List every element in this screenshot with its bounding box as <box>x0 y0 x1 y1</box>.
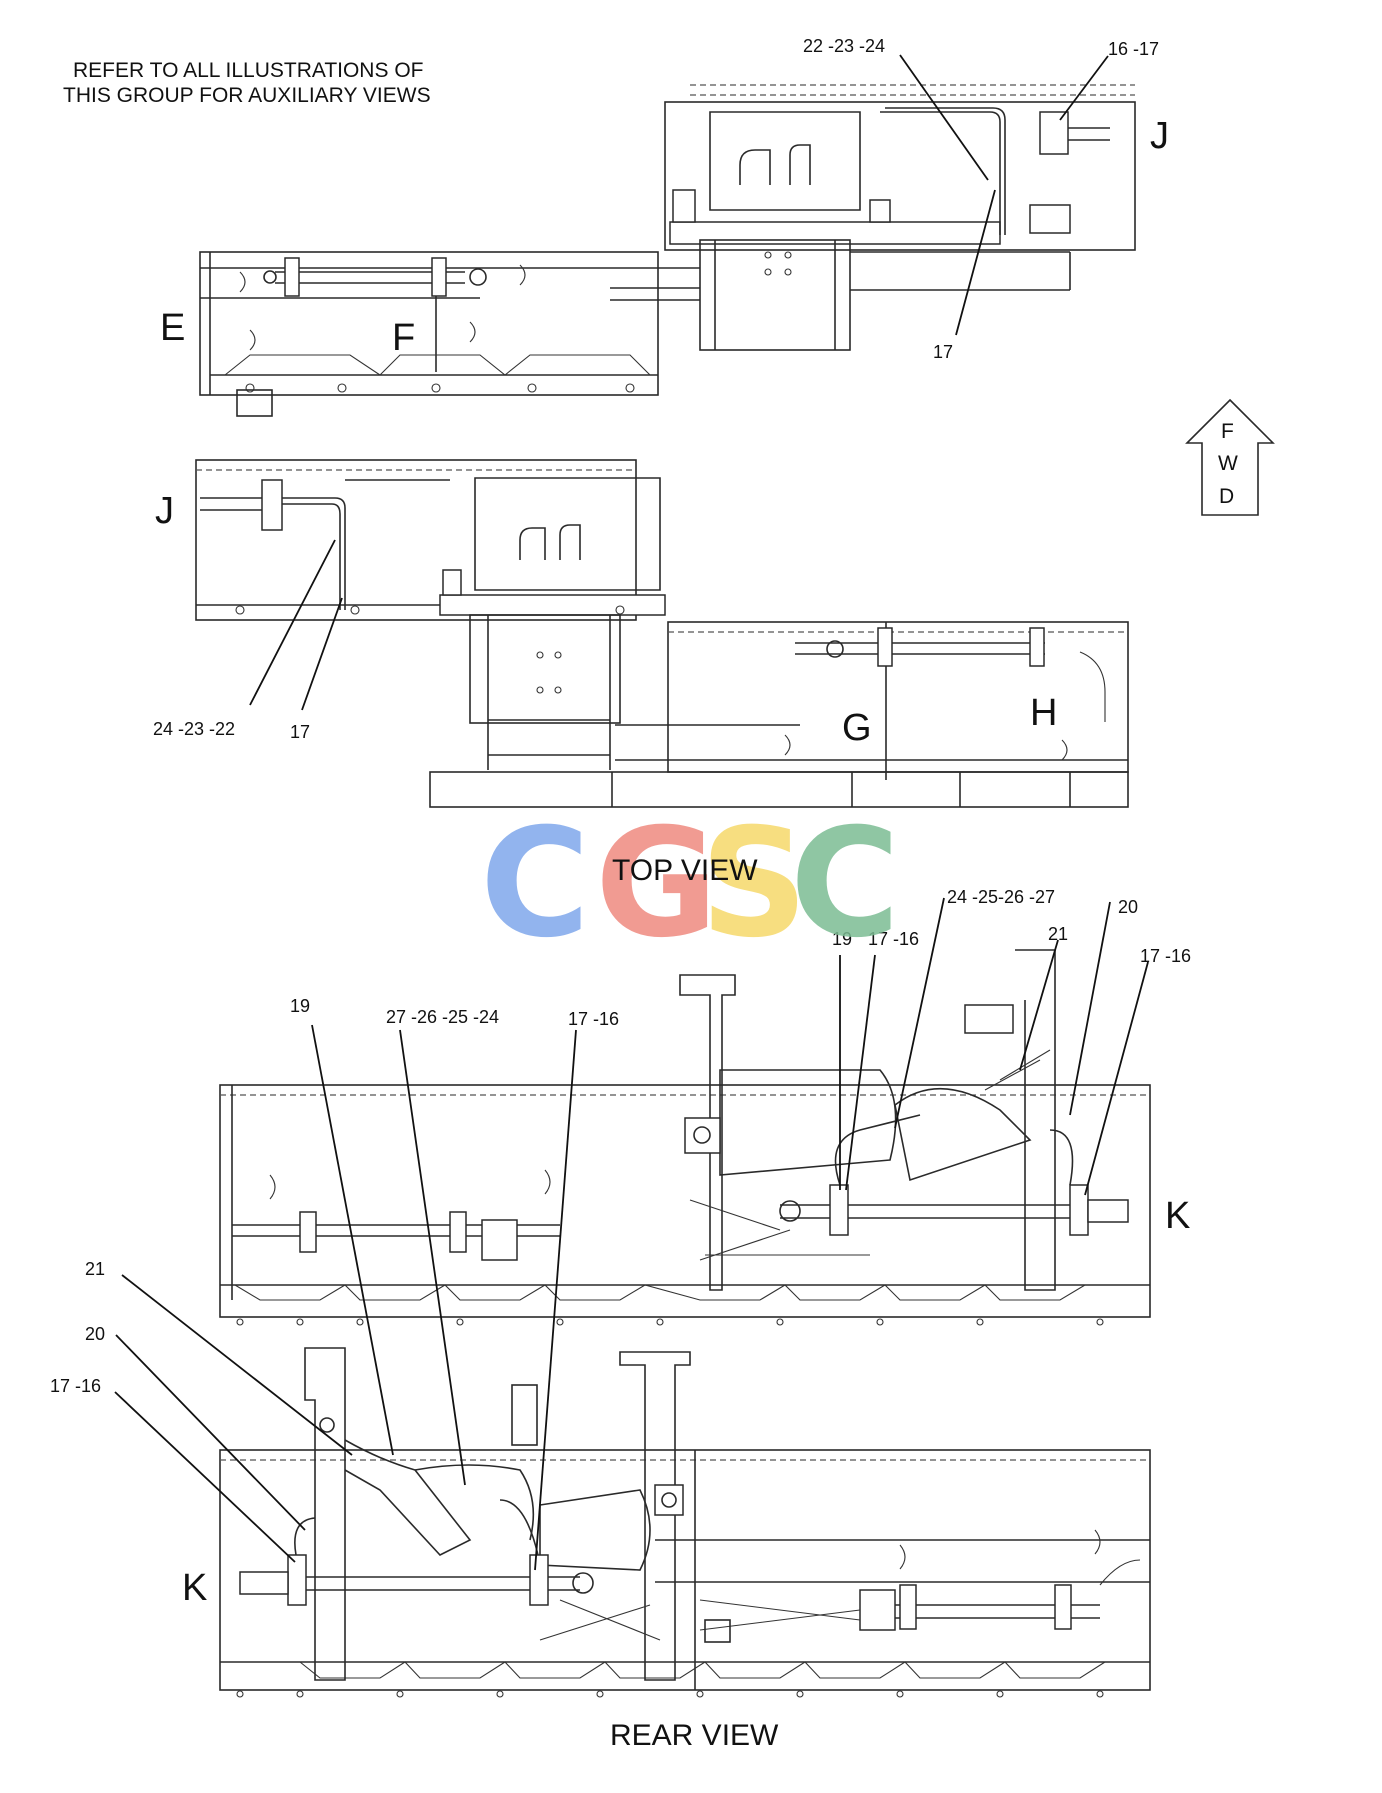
watermark-letter-1: C <box>480 797 590 971</box>
callout-24-23-22-top: 24 -23 -22 <box>153 719 235 739</box>
view-letter-f: F <box>392 317 415 359</box>
callout-20-rear-a: 20 <box>1118 897 1138 917</box>
view-letter-h: H <box>1030 692 1057 734</box>
callout-17-top-b: 17 <box>290 722 310 742</box>
fwd-letter-w: W <box>1218 452 1238 475</box>
rear-view-upper-frame <box>219 949 1151 1326</box>
view-letter-e: E <box>160 307 185 349</box>
callout-19-rear-a: 19 <box>832 929 852 949</box>
view-letter-j-bottom: J <box>155 490 174 532</box>
view-letter-g: G <box>842 707 872 749</box>
callout-17-16-rear-a: 17 -16 <box>868 929 919 949</box>
view-letter-k-rear-a: K <box>1165 1195 1190 1237</box>
callout-21-rear-b: 21 <box>85 1259 105 1279</box>
cgsc-watermark: C G S C <box>480 797 900 971</box>
callout-17-16-rear-b: 17 -16 <box>1140 946 1191 966</box>
view-letter-j-top: J <box>1150 115 1169 157</box>
watermark-letter-3: S <box>700 797 808 971</box>
callout-20-rear-b: 20 <box>85 1324 105 1344</box>
top-view-lower-frame <box>195 459 1129 808</box>
fwd-letter-f: F <box>1221 420 1234 443</box>
top-view-upper-frame <box>199 84 1136 417</box>
fwd-letter-d: D <box>1219 485 1234 508</box>
callout-19-rear-b: 19 <box>290 996 310 1016</box>
rear-view-lower-frame <box>219 1347 1151 1698</box>
view-letter-k-rear-b: K <box>182 1567 207 1609</box>
callout-labels: 22 -23 -24 16 -17 17 24 -23 -22 17 24 -2… <box>50 36 1191 1396</box>
callout-17-16-rear-c: 17 -16 <box>568 1009 619 1029</box>
callout-16-17-top: 16 -17 <box>1108 39 1159 59</box>
forward-arrow-icon: F W D <box>1185 398 1275 516</box>
callout-17-top-a: 17 <box>933 342 953 362</box>
callout-17-16-rear-d: 17 -16 <box>50 1376 101 1396</box>
top-view-title: TOP VIEW <box>612 854 758 887</box>
leader-lines <box>114 54 1149 1571</box>
note-line-1: REFER TO ALL ILLUSTRATIONS OF <box>73 59 423 82</box>
callout-24-25-26-27-rear: 24 -25-26 -27 <box>947 887 1055 907</box>
watermark-letter-2: G <box>595 797 718 971</box>
rear-view-title: REAR VIEW <box>610 1719 779 1752</box>
view-letters: E F J J G H K K <box>155 115 1190 1609</box>
callout-21-rear-a: 21 <box>1048 924 1068 944</box>
callout-22-23-24-top: 22 -23 -24 <box>803 36 885 56</box>
note-line-2: THIS GROUP FOR AUXILIARY VIEWS <box>63 84 431 107</box>
callout-27-26-25-24-rear: 27 -26 -25 -24 <box>386 1007 499 1027</box>
watermark-letter-4: C <box>790 797 900 971</box>
